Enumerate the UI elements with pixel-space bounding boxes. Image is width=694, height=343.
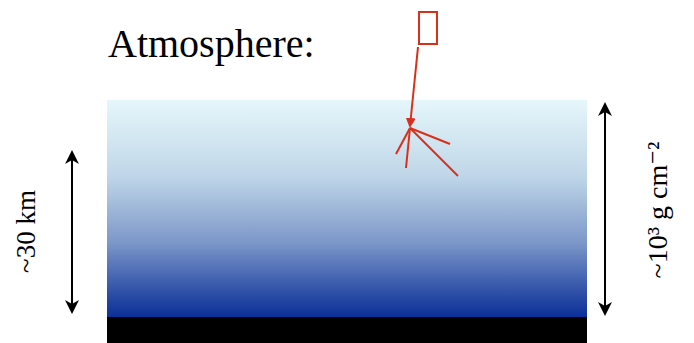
diagram-title: Atmosphere: — [108, 24, 315, 64]
ground-bar — [107, 317, 587, 343]
air-shower — [396, 128, 458, 176]
height-arrow — [71, 152, 73, 312]
particle-arrow — [410, 47, 418, 126]
height-label: ~30 km — [13, 190, 40, 273]
atmosphere-band — [107, 100, 587, 318]
primary-particle — [419, 12, 437, 44]
depth-label: ~10³ g cm⁻² — [644, 142, 672, 279]
depth-arrow — [604, 104, 606, 314]
